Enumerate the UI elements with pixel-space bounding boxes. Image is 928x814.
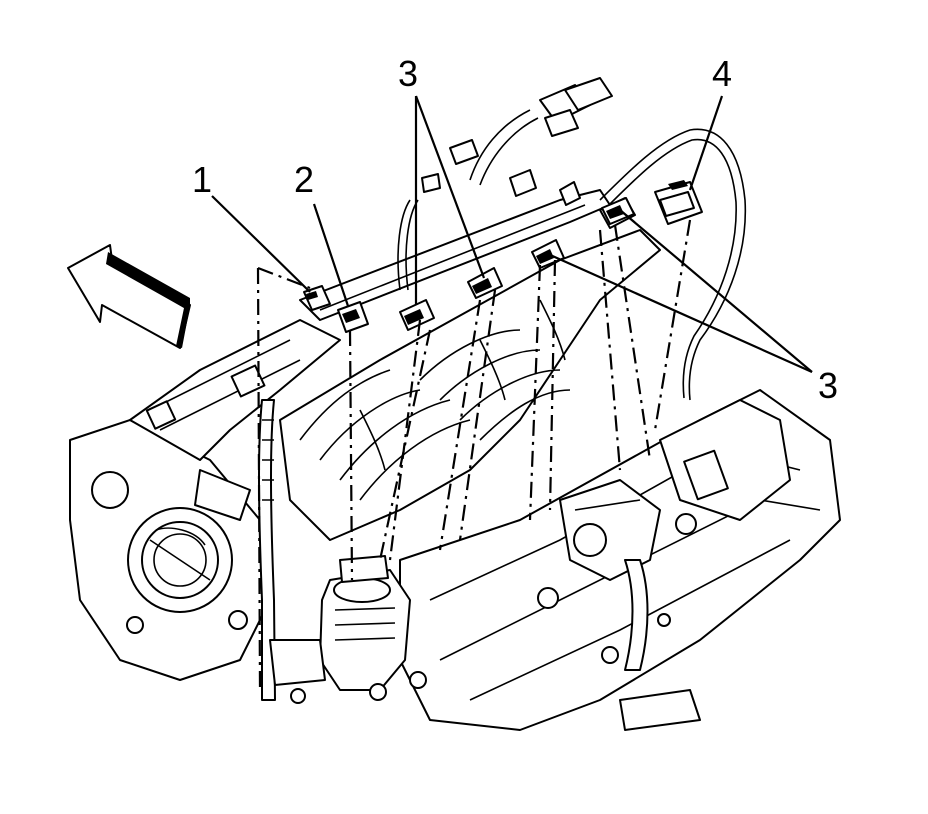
engine-assembly	[69, 189, 841, 731]
callout-3-right: 3	[818, 365, 838, 406]
connector-2	[337, 301, 369, 333]
projection-lines	[256, 219, 692, 691]
connector-1	[303, 285, 331, 311]
callout-3-top: 3	[398, 53, 418, 94]
leader-lines	[211, 95, 813, 374]
egr-valve	[319, 555, 411, 701]
front-direction-arrow-icon	[67, 244, 191, 349]
callout-4: 4	[712, 53, 732, 94]
connector-3a-left	[399, 299, 435, 331]
throttle-body	[69, 419, 271, 681]
callout-1: 1	[192, 159, 212, 200]
callout-2: 2	[294, 159, 314, 200]
connector-3a-right	[467, 267, 503, 299]
connector-3b-right	[601, 197, 635, 225]
